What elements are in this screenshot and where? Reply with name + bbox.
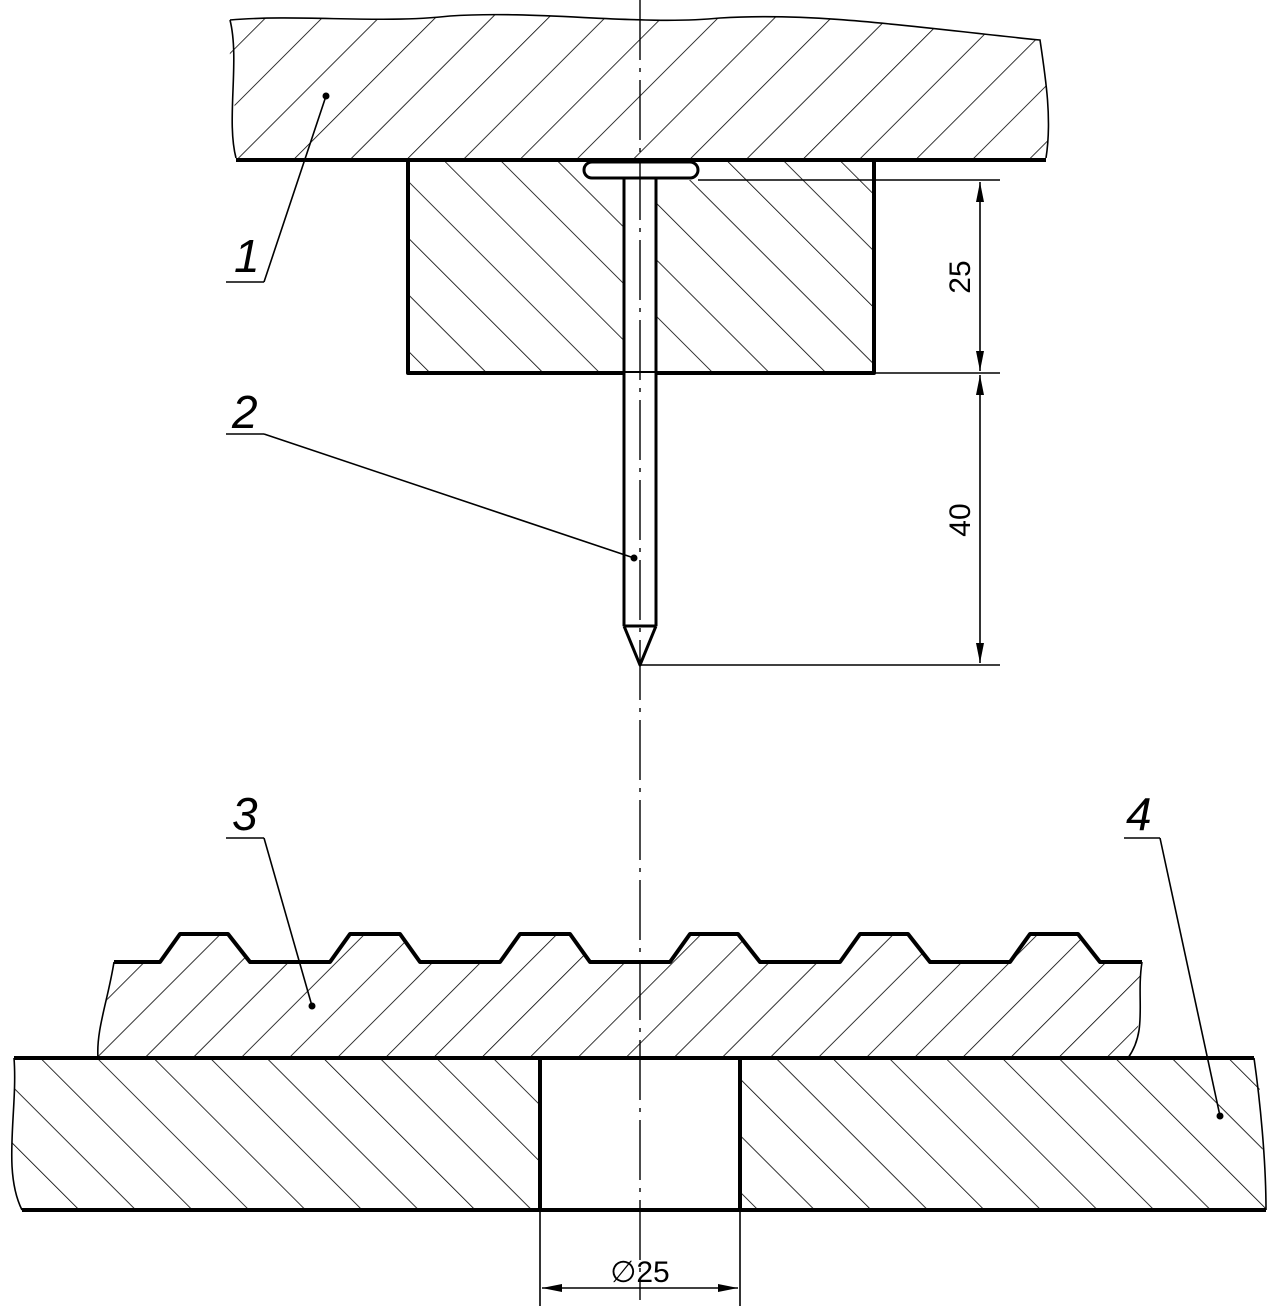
dimension-block-height: 25 xyxy=(698,179,1000,374)
needle-holder-block xyxy=(406,158,876,375)
needle-head xyxy=(582,160,700,180)
label-part-4: 4 xyxy=(1126,788,1152,840)
leader-part-3: 3 xyxy=(226,788,316,1010)
corrugated-sample xyxy=(96,932,1143,1059)
dimension-block-height-text: 25 xyxy=(944,260,977,293)
dimension-hole-diameter: ∅25 xyxy=(539,1210,741,1306)
leader-part-4: 4 xyxy=(1124,788,1224,1120)
dimension-hole-diameter-text: ∅25 xyxy=(610,1256,670,1289)
leader-part-2: 2 xyxy=(226,386,638,562)
label-part-1: 1 xyxy=(234,230,260,282)
label-part-2: 2 xyxy=(231,386,258,438)
top-plate xyxy=(229,13,1050,162)
label-part-3: 3 xyxy=(232,788,258,840)
leader-part-1: 1 xyxy=(226,92,330,283)
dimension-needle-projection: 40 xyxy=(640,375,1000,666)
dimension-needle-projection-text: 40 xyxy=(944,503,977,536)
base-plate xyxy=(10,1056,1267,1212)
